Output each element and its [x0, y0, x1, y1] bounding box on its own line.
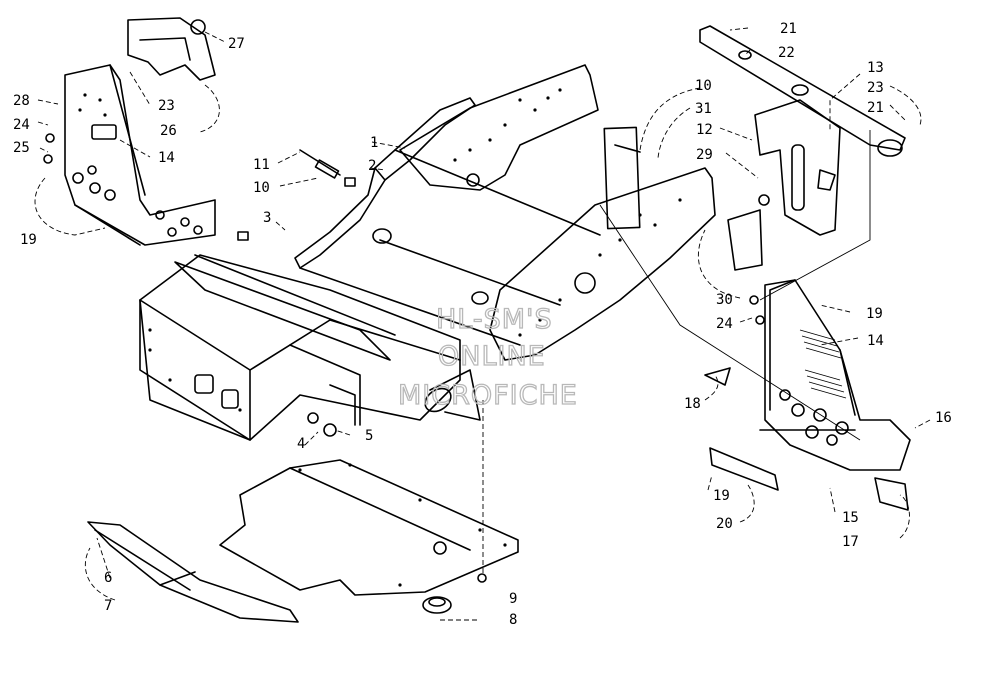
callout-18: 18 — [684, 396, 701, 412]
main-frame — [139, 64, 716, 441]
callout-27: 27 — [228, 36, 245, 52]
callout-3: 3 — [263, 210, 271, 226]
callout-24b: 24 — [716, 316, 733, 332]
callout-29: 29 — [696, 147, 713, 163]
callout-11: 11 — [253, 157, 270, 173]
callout-14b: 14 — [867, 333, 884, 349]
callout-22: 22 — [778, 45, 795, 61]
callout-31: 31 — [695, 101, 712, 117]
callout-20: 20 — [716, 516, 733, 532]
callout-24a: 24 — [13, 117, 30, 133]
callout-2: 2 — [368, 158, 376, 174]
callout-17: 17 — [842, 534, 859, 550]
callout-23b: 23 — [867, 80, 884, 96]
callout-9: 9 — [509, 591, 517, 607]
skid-plate — [87, 521, 299, 623]
callout-30: 30 — [716, 292, 733, 308]
grommet — [422, 596, 452, 614]
callout-23a: 23 — [158, 98, 175, 114]
small-hardware — [43, 126, 770, 583]
callout-13: 13 — [867, 60, 884, 76]
callout-19b: 19 — [866, 306, 883, 322]
callout-21a: 21 — [780, 21, 797, 37]
right-footrest-bracket — [759, 279, 911, 471]
steering-post-assembly — [699, 25, 906, 271]
leader-lines — [34, 27, 931, 621]
callout-5: 5 — [365, 428, 373, 444]
callout-10a: 10 — [253, 180, 270, 196]
callout-10b: 10 — [695, 78, 712, 94]
belly-pan — [219, 459, 519, 596]
bumper-strips — [709, 447, 909, 511]
watermark-line-1: HL-SM'S — [436, 304, 553, 335]
callout-6: 6 — [104, 570, 112, 586]
callout-7: 7 — [104, 598, 112, 614]
callout-28: 28 — [13, 93, 30, 109]
watermark-line-2: ONLINE — [438, 341, 546, 372]
callout-25: 25 — [13, 140, 30, 156]
callout-8: 8 — [509, 612, 517, 628]
callout-26: 26 — [160, 123, 177, 139]
upper-side-bracket — [127, 17, 216, 81]
callout-16: 16 — [935, 410, 952, 426]
callout-19a: 19 — [20, 232, 37, 248]
callout-12: 12 — [696, 122, 713, 138]
watermark: HL-SM'S ONLINE MICROFICHE — [397, 303, 578, 411]
traction-grid — [799, 329, 847, 399]
callout-19c: 19 — [713, 488, 730, 504]
callout-21b: 21 — [867, 100, 884, 116]
watermark-line-3: MICROFICHE — [398, 380, 578, 411]
left-footrest-bracket — [64, 64, 216, 246]
callout-1: 1 — [370, 135, 378, 151]
callout-labels: 1 2 3 4 5 6 7 8 9 10 10 11 12 13 14 14 1… — [13, 21, 952, 628]
callout-15: 15 — [842, 510, 859, 526]
callout-4: 4 — [297, 436, 305, 452]
frame-holes — [148, 88, 682, 412]
callout-14a: 14 — [158, 150, 175, 166]
